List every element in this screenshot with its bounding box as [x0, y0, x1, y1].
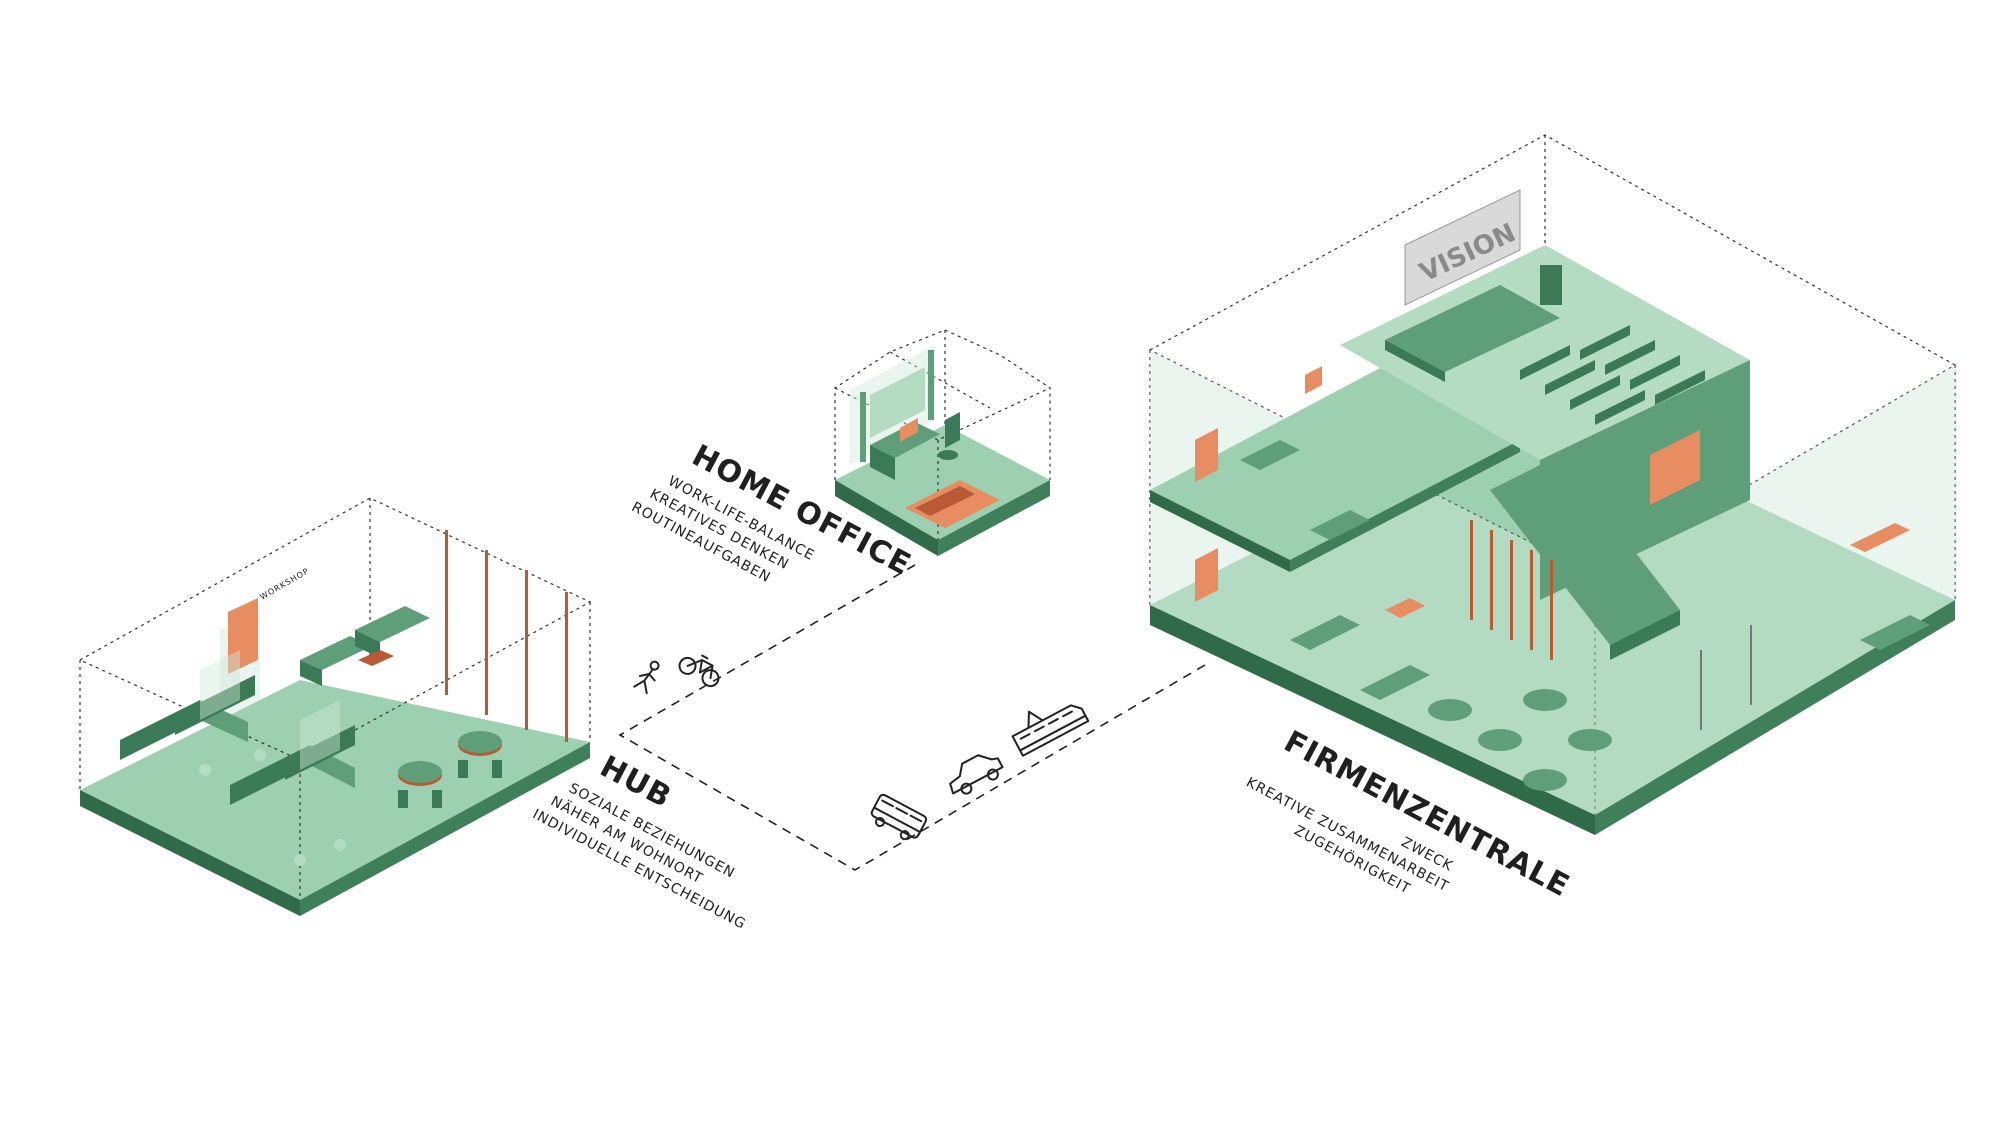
- hub-sign: WORKSHOP: [259, 566, 311, 601]
- auditorium-seats: [1520, 325, 1705, 425]
- firmenzentrale-module: VISION: [1148, 134, 1957, 835]
- cafe-tables: [1428, 689, 1612, 791]
- desk-pods: [120, 650, 355, 866]
- hub-module: WORKSHOP: [78, 497, 592, 916]
- car-icon: [949, 754, 1004, 795]
- bus-icon: [870, 793, 928, 841]
- staircase: [1470, 455, 1680, 660]
- connector-lines: [618, 564, 1206, 871]
- home-office-module: [834, 329, 1051, 556]
- walking-person-icon: [633, 660, 660, 695]
- bicycle-icon: [678, 654, 720, 688]
- meeting-tables: [398, 731, 502, 808]
- train-icon: [1011, 704, 1090, 757]
